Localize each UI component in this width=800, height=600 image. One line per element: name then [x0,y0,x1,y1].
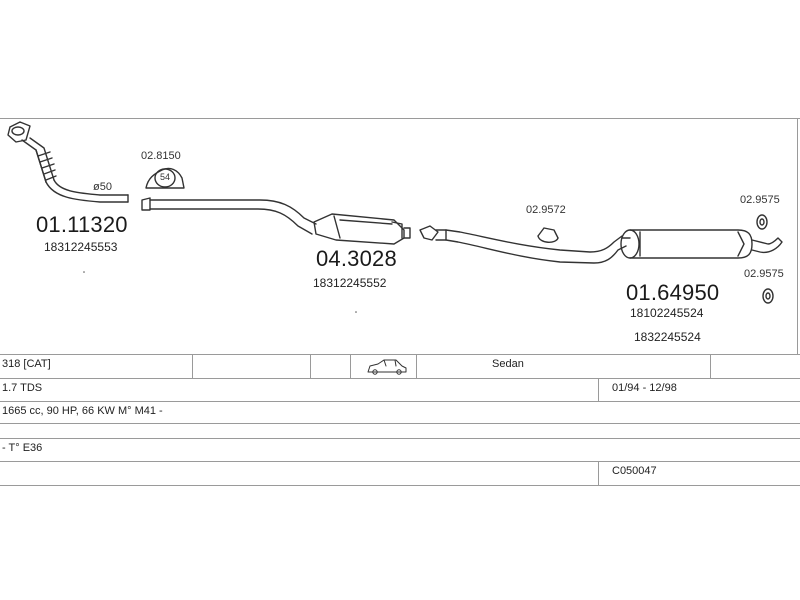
mount-top-part-number: 02.9575 [740,194,780,206]
table-dates: 01/94 - 12/98 [612,382,677,394]
table-catalog-code: C050047 [612,465,657,477]
clamp-size-badge: 54 [160,172,171,182]
intermediate-pipe-part [141,197,317,235]
table-chassis: - T° E36 [2,442,43,454]
table-engine-spec: 1665 cc, 90 HP, 66 KW M° M41 - [2,405,163,417]
mount-bottom-part-number: 02.9575 [744,268,784,280]
rear-pipe-part [419,225,627,264]
table-engine: 1.7 TDS [2,382,43,394]
diagram-right-border [797,118,798,354]
catalyst-part-number: 04.3028 [316,246,397,271]
hanger-part [537,227,559,243]
clamp-part-number: 02.8150 [141,150,181,162]
table-divider-r1-b [310,354,311,378]
table-line-3 [0,423,800,424]
table-model: 318 [CAT] [2,358,51,370]
downpipe-part [7,121,129,203]
diagram-top-border [0,118,800,119]
table-divider-r1-a [192,354,193,378]
table-divider-r5-a [598,461,599,485]
table-line-6 [0,485,800,486]
mount-top-part [756,214,768,230]
rear-silencer-part [620,229,783,259]
table-body-type: Sedan [492,358,524,370]
catalyst-oem-number: 18312245552 [313,276,387,290]
table-line-4 [0,438,800,439]
table-divider-r1-e [710,354,711,378]
downpipe-part-number: 01.11320 [36,212,128,237]
rear-silencer-part-number: 01.64950 [626,280,720,305]
table-divider-r1-c [350,354,351,378]
rear-silencer-oem-number-1: 18102245524 [630,306,704,320]
table-divider-r1-d [416,354,417,378]
sedan-car-icon [367,359,407,375]
downpipe-diameter: ø50 [93,181,112,193]
table-line-2 [0,401,800,402]
mount-bottom-part [762,288,774,304]
catalyst-part [313,213,411,245]
clamp-part [145,167,185,189]
table-divider-r2-a [598,378,599,401]
rear-silencer-oem-number-2: 1832245524 [634,330,701,344]
downpipe-oem-number: 18312245553 [44,240,118,254]
hanger-part-number: 02.9572 [526,204,566,216]
table-line-0 [0,354,800,355]
table-line-1 [0,378,800,379]
table-line-5 [0,461,800,462]
